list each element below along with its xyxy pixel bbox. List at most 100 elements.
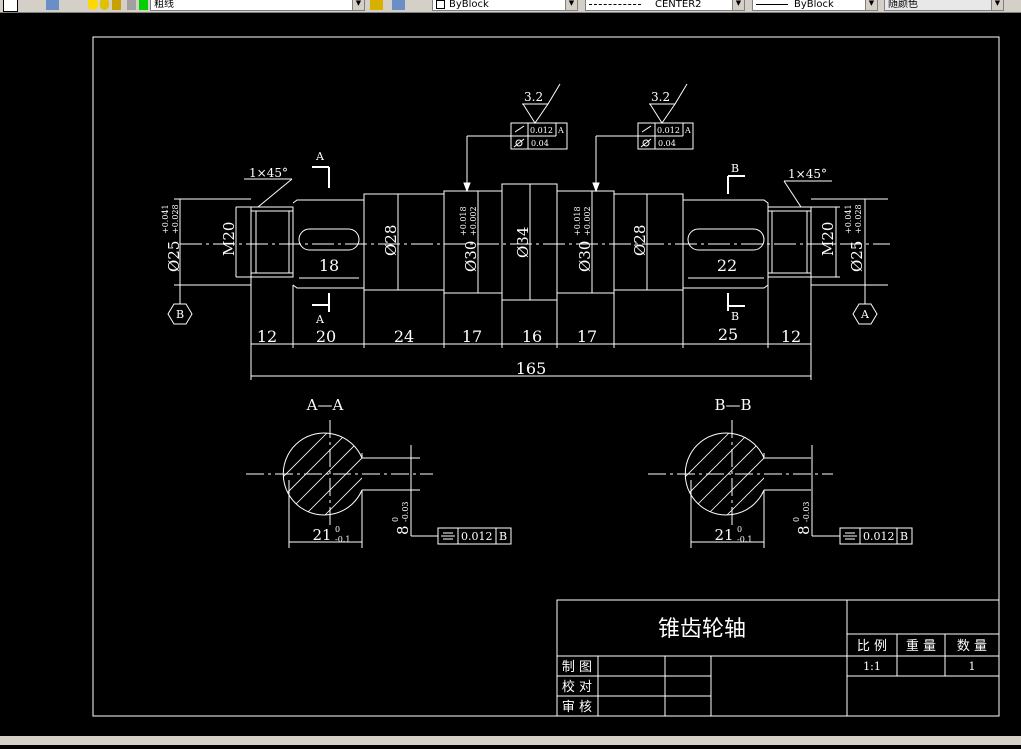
tol-30-lower-left: +0.002 xyxy=(469,206,478,236)
bb-key-tol-lower: -0.03 xyxy=(802,501,811,522)
bb-symmetry-ref: B xyxy=(900,530,908,543)
tol-right-ref: A xyxy=(684,126,691,135)
lineweight-dropdown[interactable]: ByBlock ▼ xyxy=(752,0,878,11)
drawing-frame xyxy=(92,36,1000,717)
tol-left-cylindricity: 0.04 xyxy=(531,139,549,148)
bb-width-dim: 21 xyxy=(714,526,733,544)
section-a-bottom: A xyxy=(315,313,325,326)
layer-previous-icon[interactable] xyxy=(392,0,405,10)
quantity-header: 数 量 xyxy=(957,639,987,654)
bb-symmetry-tol: 0.012 xyxy=(863,530,895,543)
chamfer-left: 1×45° xyxy=(249,166,288,180)
dim-12-right: 12 xyxy=(781,327,801,346)
layer-manager-icon[interactable] xyxy=(3,0,18,12)
dim-20: 20 xyxy=(316,327,336,346)
dim-12-left: 12 xyxy=(257,327,277,346)
drawn-label: 制 图 xyxy=(562,660,592,675)
aa-key-tol-upper: 0 xyxy=(391,517,400,522)
shaft-main-view xyxy=(180,183,890,301)
tolerance-callout-left: 0.012 A 0.04 3.2 xyxy=(463,83,568,193)
tol-30-upper-left: +0.018 xyxy=(459,206,468,236)
plot-icon xyxy=(127,0,136,10)
layer-states-icon[interactable] xyxy=(46,0,59,10)
tol-left-ref: A xyxy=(557,126,564,135)
chevron-down-icon[interactable]: ▼ xyxy=(565,0,577,10)
chamfer-callouts: 1×45° 1×45° xyxy=(244,166,832,208)
dim-16: 16 xyxy=(522,327,542,346)
chevron-down-icon[interactable]: ▼ xyxy=(865,0,877,10)
dia-28-left: Ø28 xyxy=(382,225,400,256)
command-line-strip[interactable] xyxy=(0,736,1021,745)
aa-width-tol-lower: -0.1 xyxy=(335,535,350,544)
tol-right-runout: 0.012 xyxy=(657,126,680,135)
section-b-bottom: B xyxy=(731,310,739,323)
section-a-top: A xyxy=(315,150,325,163)
keyway-left xyxy=(298,228,360,251)
aa-symmetry-ref: B xyxy=(499,530,507,543)
section-b-top: B xyxy=(731,162,739,175)
dimension-lines xyxy=(179,184,866,377)
datum-symbols: B A xyxy=(167,285,878,325)
linetype-dropdown[interactable]: CENTER2 ▼ xyxy=(585,0,745,11)
part-name: 锥齿轮轴 xyxy=(658,617,746,642)
color-box-icon xyxy=(436,0,445,9)
chevron-down-icon[interactable]: ▼ xyxy=(352,0,364,10)
chamfer-right: 1×45° xyxy=(788,167,827,181)
tol-right-cylindricity: 0.04 xyxy=(658,139,676,148)
roughness-left: 3.2 xyxy=(524,90,543,104)
drawing-svg: 12 20 24 17 16 17 25 12 165 18 22 Ø25 +0… xyxy=(92,36,1000,717)
section-bb-title: B—B xyxy=(714,396,751,414)
quantity-value: 1 xyxy=(969,660,976,673)
tol-left-runout: 0.012 xyxy=(530,126,553,135)
datum-b-label: B xyxy=(176,308,184,321)
lineweight-value: ByBlock xyxy=(794,0,834,10)
tol-25-lower-right: +0.028 xyxy=(854,204,863,234)
aa-key-dim: 8 xyxy=(394,525,412,535)
dim-24: 24 xyxy=(394,327,414,346)
layer-name: 粗线 xyxy=(154,0,174,10)
roughness-right: 3.2 xyxy=(651,90,670,104)
color-swatch-icon xyxy=(139,0,148,10)
bb-width-tol-lower: -0.1 xyxy=(737,535,752,544)
thread-left-segment xyxy=(250,206,294,278)
bb-width-tol-upper: 0 xyxy=(737,525,742,534)
dia-30-left: Ø30 xyxy=(462,241,480,272)
dim-total-165: 165 xyxy=(516,359,547,378)
sun-icon xyxy=(100,0,109,10)
title-block: 锥齿轮轴 比 例 重 量 数 量 1:1 1 制 图 校 对 审 核 xyxy=(556,599,1000,717)
scale-value: 1:1 xyxy=(863,660,881,673)
dim-17-left: 17 xyxy=(462,327,482,346)
diameter-labels: Ø25 +0.041 +0.028 M20 Ø28 Ø30 +0.018 +0.… xyxy=(161,204,866,272)
dimension-texts: 12 20 24 17 16 17 25 12 165 18 22 xyxy=(257,256,801,378)
section-view-bb: B—B 21 0 -0.1 8 0 -0.03 0.01 xyxy=(648,396,913,548)
color-dropdown[interactable]: ByBlock ▼ xyxy=(432,0,578,11)
lineweight-sample xyxy=(756,3,788,5)
lock-icon xyxy=(112,0,121,10)
layer-dropdown[interactable]: 粗线 ▼ xyxy=(150,0,365,11)
thread-m20-right: M20 xyxy=(819,222,837,256)
tol-30-upper-right: +0.018 xyxy=(573,206,582,236)
extension-lines xyxy=(174,198,888,380)
aa-width-dim: 21 xyxy=(312,526,331,544)
scale-header: 比 例 xyxy=(857,639,887,654)
properties-toolbar: 粗线 ▼ ByBlock ▼ CENTER2 ▼ ByBlock ▼ 随颜色 ▼ xyxy=(0,0,1021,13)
checked-label: 校 对 xyxy=(562,679,592,695)
keyway-right xyxy=(687,228,765,251)
linetype-value: CENTER2 xyxy=(655,0,702,10)
color-value: ByBlock xyxy=(449,0,489,10)
aa-key-tol-lower: -0.03 xyxy=(401,501,410,522)
chevron-down-icon[interactable]: ▼ xyxy=(991,0,1003,10)
datum-a-hexagon xyxy=(852,303,878,325)
make-current-layer-icon[interactable] xyxy=(370,0,383,10)
segment-28-plain xyxy=(363,193,445,291)
plotstyle-dropdown[interactable]: 随颜色 ▼ xyxy=(884,0,1004,11)
drawing-canvas[interactable]: 12 20 24 17 16 17 25 12 165 18 22 Ø25 +0… xyxy=(0,13,1021,745)
dim-25: 25 xyxy=(718,325,738,344)
dim-17-right: 17 xyxy=(577,327,597,346)
tolerance-callout-right: 0.012 A 0.04 3.2 xyxy=(592,83,694,193)
thread-right-segment xyxy=(767,206,812,278)
weight-header: 重 量 xyxy=(906,638,936,654)
dim-key-22: 22 xyxy=(717,256,737,275)
section-markers: A A B B xyxy=(312,150,745,326)
chevron-down-icon[interactable]: ▼ xyxy=(732,0,744,10)
